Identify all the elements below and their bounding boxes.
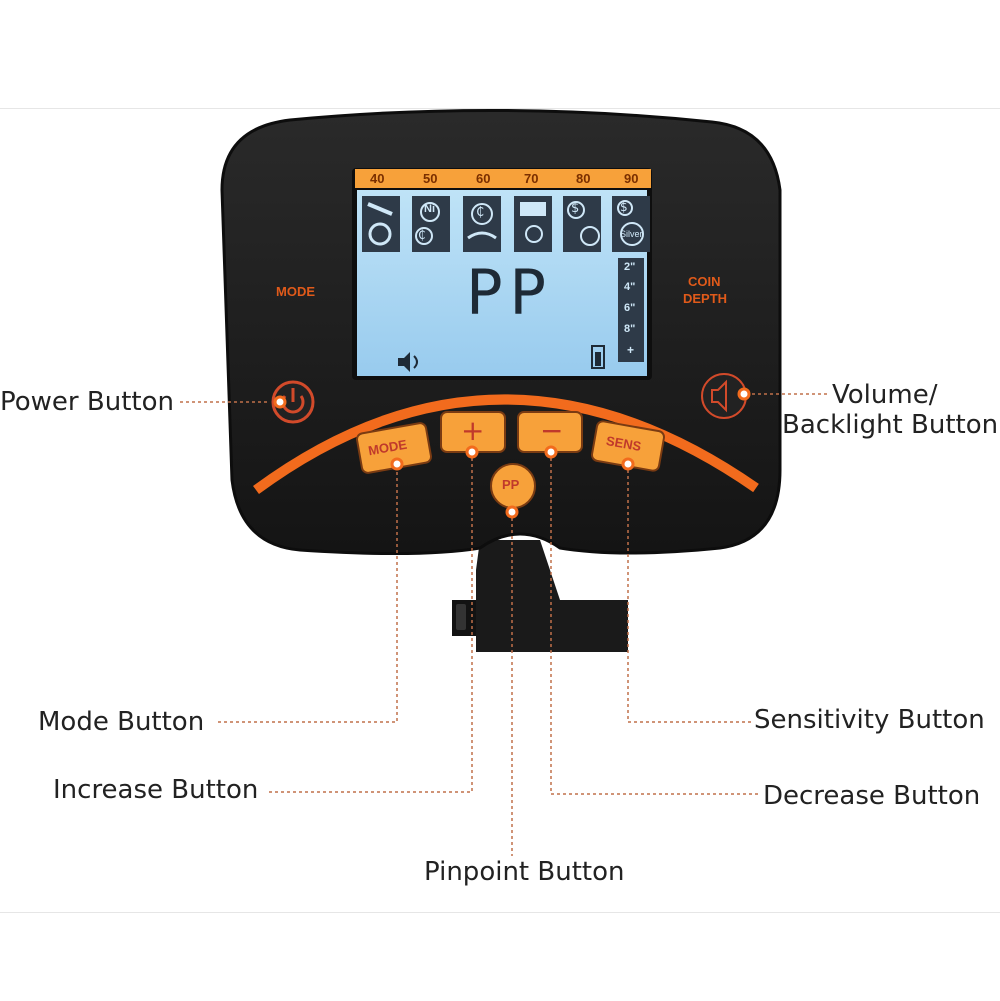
depth-step-6: 6" [624,302,636,314]
cent-icon-label: ₵ [476,205,485,220]
handle-mount [452,540,628,652]
scale-tick-90: 90 [624,171,639,186]
cent-icon-label-2: ₵ [418,228,426,242]
callout-volume-line2: Backlight Button [782,410,999,440]
top-background-band [0,0,1000,109]
minus-button-label[interactable]: − [540,414,564,447]
callout-sensitivity-button: Sensitivity Button [754,705,985,735]
orange-accent-arc [253,394,759,495]
depth-step-4: 4" [624,281,636,293]
scale-bar [355,169,651,188]
panel-mode-label: MODE [276,284,315,299]
callout-mode-button: Mode Button [38,707,205,737]
scale-tick-50: 50 [423,171,438,186]
panel-coin-label: COIN [688,274,721,289]
target-id-icons [362,196,650,252]
callout-power-button: Power Button [0,387,174,417]
nickel-icon-label: Ni [424,203,435,215]
pp-button-label[interactable]: PP [502,477,520,492]
callout-increase-button: Increase Button [53,775,259,805]
depth-step-2: 2" [624,261,636,273]
volume-backlight-button[interactable] [701,373,747,419]
leader-dots [273,387,751,519]
dollar-icon-label: $ [571,201,580,216]
bottom-background-band [0,912,1000,1001]
callout-decrease-button: Decrease Button [763,781,981,811]
scale-tick-60: 60 [476,171,491,186]
depth-indicator [618,258,644,362]
battery-icon [591,345,605,369]
silver-icon-label: Silver [620,229,643,239]
callout-volume-line1: Volume/ [832,380,938,410]
dollar-icon-label-2: $ [620,200,628,214]
callout-pinpoint-button: Pinpoint Button [424,857,625,887]
mode-display-readout: PP [466,256,553,329]
depth-step-8: 8" [624,323,636,335]
screen-speaker-icon [398,352,418,372]
scale-tick-80: 80 [576,171,591,186]
panel-depth-label: DEPTH [683,291,728,306]
scale-tick-40: 40 [370,171,385,186]
scale-tick-70: 70 [524,171,539,186]
power-button[interactable] [271,380,315,424]
leader-lines [180,393,828,856]
plus-button-label[interactable]: + [461,414,485,447]
depth-step-plus: + [627,343,635,357]
